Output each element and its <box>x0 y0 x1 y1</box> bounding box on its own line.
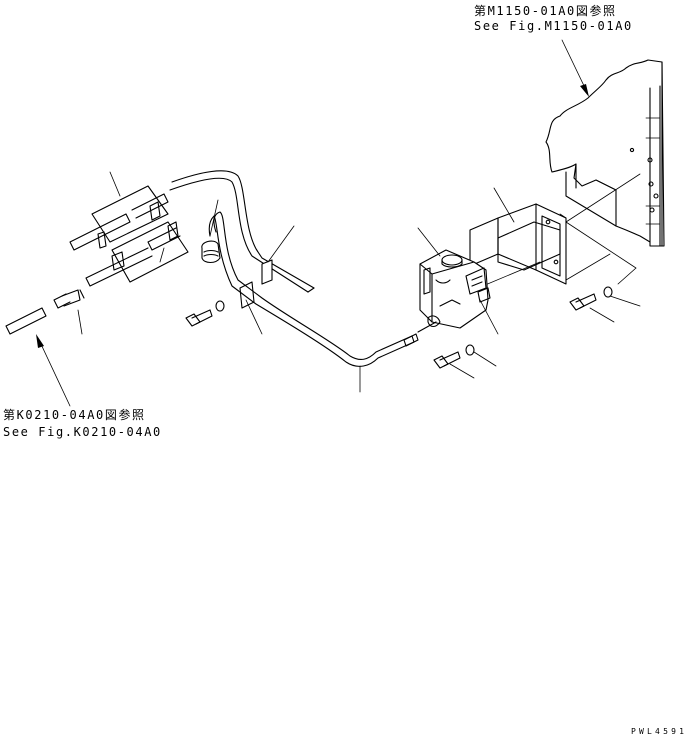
tube-assembly <box>169 170 419 367</box>
leader-lines <box>77 171 641 393</box>
reference-top-jp: 第M1150-01A0図参照 <box>474 4 617 18</box>
small-pipe-group <box>5 289 85 335</box>
cover-plate <box>497 221 561 271</box>
bolt-left <box>185 309 213 327</box>
washer-right <box>603 286 613 298</box>
reservoir-tank <box>417 249 491 333</box>
left-pipe-group <box>69 185 189 287</box>
drawing-code: PWL4591 <box>631 727 688 736</box>
washer-center <box>465 344 475 356</box>
washer-left <box>215 300 225 312</box>
reference-arrow-top <box>561 39 589 97</box>
mounting-bracket <box>469 173 641 289</box>
frame-panel <box>545 59 665 247</box>
reference-top-en: See Fig.M1150-01A0 <box>474 19 633 33</box>
reference-arrow-bottom <box>36 334 71 407</box>
guide-line <box>565 221 637 285</box>
bolt-center <box>433 351 461 369</box>
bolt-right <box>569 293 597 311</box>
reference-bottom-en: See Fig.K0210-04A0 <box>3 425 162 439</box>
reference-bottom-jp: 第K0210-04A0図参照 <box>3 408 146 422</box>
